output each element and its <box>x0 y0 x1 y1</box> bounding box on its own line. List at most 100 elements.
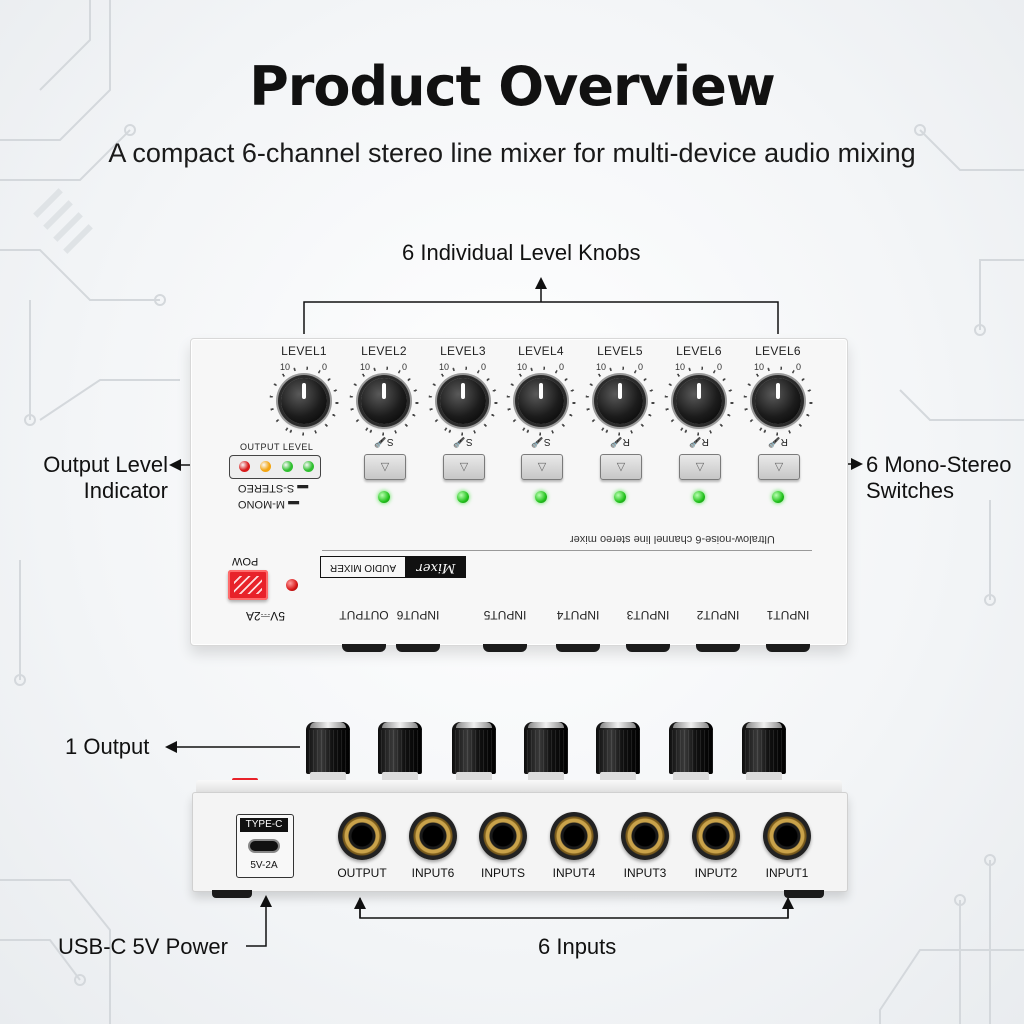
scale-min: 10 <box>439 362 450 372</box>
brand-tag-label: AUDIO MIXER <box>320 556 406 578</box>
mono-stereo-switch-6[interactable]: ▽ <box>758 454 800 480</box>
mono-stereo-icon: S🎤 <box>453 436 473 447</box>
channel-led <box>457 491 469 503</box>
mono-stereo-switch-1[interactable]: ▽ <box>364 454 406 480</box>
level-knob-5[interactable] <box>597 378 643 424</box>
mono-stereo-switch-2[interactable]: ▽ <box>443 454 485 480</box>
level-label: LEVEL2 <box>361 344 407 358</box>
jack-underside <box>342 644 386 652</box>
port-label: INPUT3 <box>626 608 670 622</box>
output-level-indicator <box>229 455 321 479</box>
scale-min: 10 <box>675 362 686 372</box>
mono-stereo-switch-5[interactable]: ▽ <box>679 454 721 480</box>
callout-output: 1 Output <box>65 734 150 759</box>
product-description: Ultralow-noise-6 channel line stereo mix… <box>570 533 775 545</box>
page-title: Product Overview <box>249 55 776 118</box>
knob-base <box>310 772 346 782</box>
level-label: LEVEL5 <box>597 344 643 358</box>
scale-min: 10 <box>280 362 291 372</box>
scale-min: 10 <box>754 362 765 372</box>
led-green <box>303 461 314 472</box>
scale-max: 0 <box>796 362 802 372</box>
channel-led <box>614 491 626 503</box>
input-jack[interactable] <box>692 812 740 860</box>
level-label: LEVEL6 <box>676 344 722 358</box>
mono-stereo-icon: R🎤 <box>768 436 788 447</box>
callout-inputs: 6 Inputs <box>538 934 617 959</box>
jack-underside <box>766 644 810 652</box>
port-label: INPUT4 <box>556 608 600 622</box>
knob-base <box>673 772 709 782</box>
jack-label: INPUT2 <box>694 866 738 880</box>
port-label: INPUT1 <box>766 608 810 622</box>
power-button[interactable] <box>228 570 268 600</box>
level-knob-6[interactable] <box>676 378 722 424</box>
triangle-icon: ▽ <box>380 461 390 473</box>
rear-top-edge <box>196 780 842 794</box>
led-green <box>282 461 293 472</box>
channel-led <box>378 491 390 503</box>
callout-output-level: Output Level Indicator <box>43 452 168 503</box>
jack-label: INPUT3 <box>623 866 667 880</box>
callout-knobs: 6 Individual Level Knobs <box>402 240 641 265</box>
jack-label: INPUTS <box>480 866 525 880</box>
scale-min: 10 <box>517 362 528 372</box>
rear-level-knob[interactable] <box>742 722 786 774</box>
level-knob-4[interactable] <box>518 378 564 424</box>
input-jack[interactable] <box>621 812 669 860</box>
input-jack[interactable] <box>550 812 598 860</box>
level-knob-1[interactable] <box>281 378 327 424</box>
jack-underside <box>556 644 600 652</box>
typec-label: TYPE-C <box>240 818 288 832</box>
level-label: LEVEL4 <box>518 344 564 358</box>
jack-underside <box>396 644 440 652</box>
led-red <box>239 461 250 472</box>
power-led <box>286 579 298 591</box>
typec-rating: 5V-2A <box>250 860 278 871</box>
scale-min: 10 <box>360 362 371 372</box>
triangle-icon: ▽ <box>774 461 784 473</box>
usb-c-port[interactable] <box>248 839 280 853</box>
jack-underside <box>696 644 740 652</box>
rear-level-knob[interactable] <box>596 722 640 774</box>
brand-tag: Mixer AUDIO MIXER <box>320 556 466 578</box>
page-subtitle: A compact 6-channel stereo line mixer fo… <box>108 138 916 168</box>
mono-stereo-switch-4[interactable]: ▽ <box>600 454 642 480</box>
triangle-icon: ▽ <box>537 461 547 473</box>
jack-label: OUTPUT <box>337 866 387 880</box>
rear-level-knob[interactable] <box>306 722 350 774</box>
led-amber <box>260 461 271 472</box>
knob-base <box>528 772 564 782</box>
level-label: LEVEL1 <box>281 344 327 358</box>
level-knob-2[interactable] <box>361 378 407 424</box>
mono-stereo-icon: R🎤 <box>689 436 709 447</box>
channel-led <box>535 491 547 503</box>
level-knob-3[interactable] <box>440 378 486 424</box>
knob-base <box>382 772 418 782</box>
input-jack[interactable] <box>409 812 457 860</box>
output-jack[interactable] <box>338 812 386 860</box>
rubber-foot <box>784 890 824 898</box>
jack-label: INPUT4 <box>552 866 596 880</box>
rear-level-knob[interactable] <box>524 722 568 774</box>
mono-stereo-switch-3[interactable]: ▽ <box>521 454 563 480</box>
output-level-label: OUTPUT LEVEL <box>240 442 314 452</box>
triangle-icon: ▽ <box>695 461 705 473</box>
knob-base <box>746 772 782 782</box>
input-jack[interactable] <box>479 812 527 860</box>
rear-level-knob[interactable] <box>452 722 496 774</box>
level-knob-7[interactable] <box>755 378 801 424</box>
jack-label: INPUT6 <box>411 866 455 880</box>
level-label: LEVEL3 <box>440 344 486 358</box>
callout-usbc: USB-C 5V Power <box>58 934 228 959</box>
channel-led <box>772 491 784 503</box>
rear-level-knob[interactable] <box>378 722 422 774</box>
input-jack[interactable] <box>763 812 811 860</box>
port-label: INPUT6 <box>396 608 440 622</box>
divider <box>322 550 812 551</box>
mono-stereo-icon: S🎤 <box>531 436 551 447</box>
rear-level-knob[interactable] <box>669 722 713 774</box>
mono-stereo-icon: R🎤 <box>610 436 630 447</box>
power-rating: 5V⎓2A <box>246 609 285 623</box>
